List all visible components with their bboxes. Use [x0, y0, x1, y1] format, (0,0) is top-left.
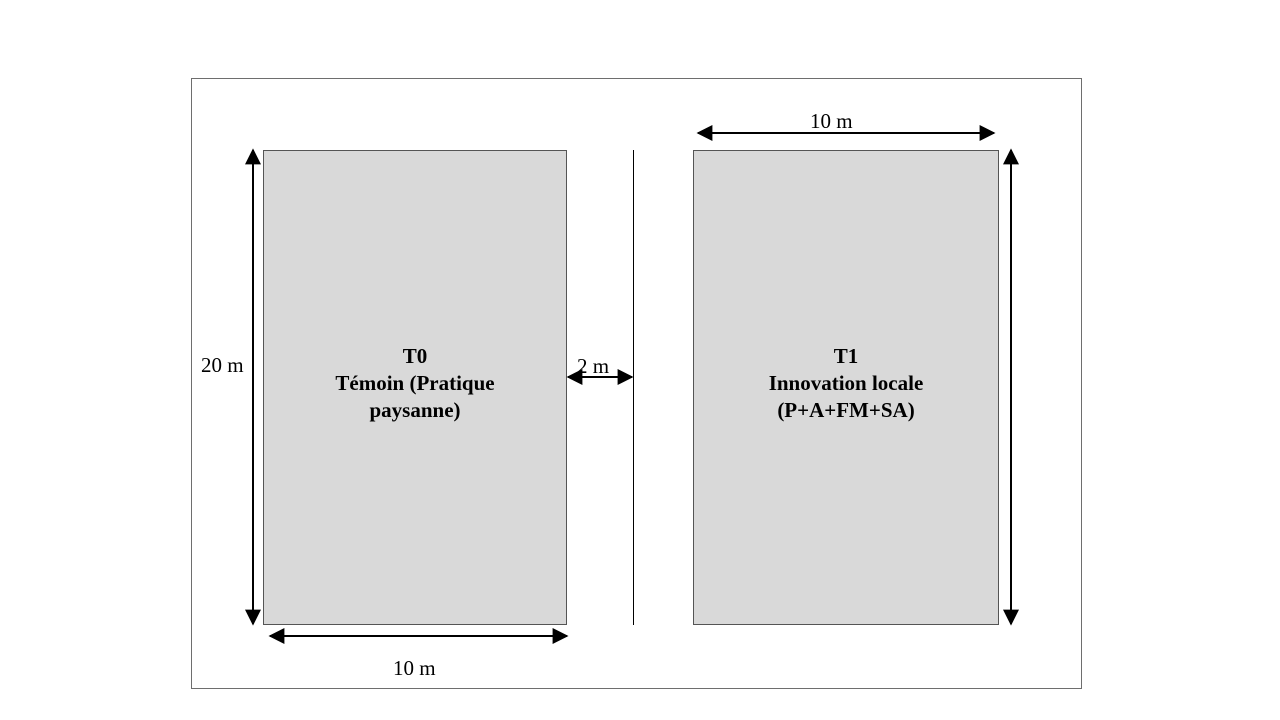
left-width-label: 10 m — [393, 656, 436, 680]
plot-t0-label: T0 Témoin (Pratique paysanne) — [264, 343, 566, 424]
plot-t0: T0 Témoin (Pratique paysanne) — [263, 150, 567, 625]
plot-t1-name-line2: (P+A+FM+SA) — [777, 398, 915, 422]
plot-t1: T1 Innovation locale (P+A+FM+SA) — [693, 150, 999, 625]
plot-separator-line — [633, 150, 634, 625]
diagram-frame — [191, 78, 1082, 689]
plot-t1-label: T1 Innovation locale (P+A+FM+SA) — [694, 343, 998, 424]
right-width-label: 10 m — [810, 109, 853, 133]
plot-t0-name-line2: paysanne) — [369, 398, 461, 422]
plot-t1-name-line1: Innovation locale — [768, 371, 924, 395]
left-height-label: 20 m — [201, 353, 244, 377]
plot-t0-name-line1: Témoin (Pratique — [335, 371, 495, 395]
gap-label: 2 m — [577, 354, 610, 378]
plot-t0-code: T0 — [402, 344, 428, 368]
plot-t1-code: T1 — [833, 344, 859, 368]
